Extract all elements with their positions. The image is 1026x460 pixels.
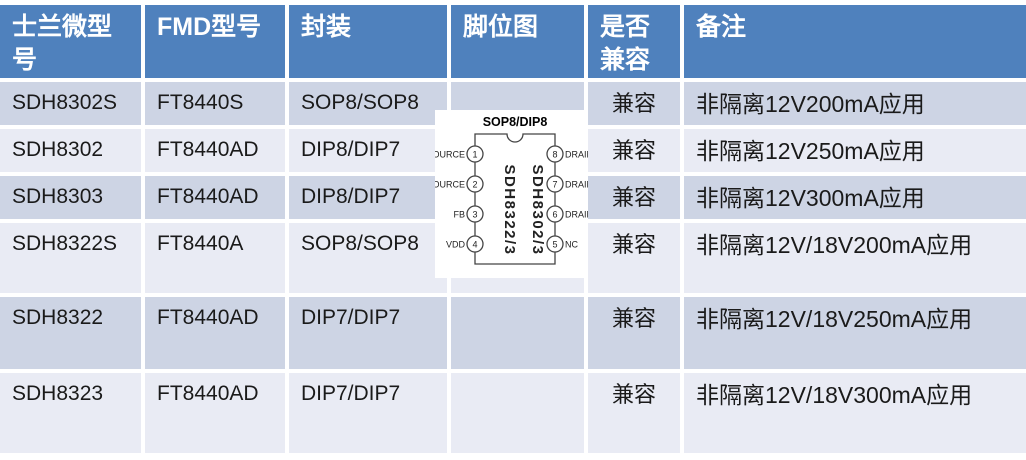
cell-fmd-model: FT8440S bbox=[145, 82, 285, 125]
cell-remark: 非隔离12V/18V300mA应用 bbox=[684, 373, 1026, 453]
pin-circle bbox=[546, 205, 564, 223]
pin-8: 8 DRAIN bbox=[546, 145, 588, 163]
cell-remark: 非隔离12V300mA应用 bbox=[684, 176, 1026, 219]
pin-circle bbox=[466, 175, 484, 193]
pin-circle bbox=[466, 235, 484, 253]
cell-pin-diagram bbox=[451, 297, 584, 369]
cell-package: DIP7/DIP7 bbox=[289, 373, 447, 453]
cell-compatible: 兼容 bbox=[588, 176, 680, 219]
pin-number: 6 bbox=[552, 210, 557, 220]
cell-compatible: 兼容 bbox=[588, 223, 680, 293]
pin-label: FB bbox=[453, 210, 465, 220]
cell-compatible: 兼容 bbox=[588, 82, 680, 125]
col-header-pin-diagram: 脚位图 bbox=[451, 5, 584, 78]
cell-silan-model: SDH8302 bbox=[0, 129, 141, 172]
cell-fmd-model: FT8440AD bbox=[145, 129, 285, 172]
cell-package: DIP8/DIP7 bbox=[289, 129, 447, 172]
pin-4: 4 VDD bbox=[446, 235, 484, 253]
pin-label: DRAIN bbox=[565, 210, 588, 220]
cell-compatible: 兼容 bbox=[588, 129, 680, 172]
pin-label: DRAIN bbox=[565, 180, 588, 190]
chip-name-right: SDH8302/3 bbox=[529, 164, 546, 255]
pin-number: 1 bbox=[472, 150, 477, 160]
col-header-package: 封装 bbox=[289, 5, 447, 78]
pin-6: 6 DRAIN bbox=[546, 205, 588, 223]
pin-label: DRAIN bbox=[565, 150, 588, 160]
col-header-compatible: 是否兼容 bbox=[588, 5, 680, 78]
cell-package: DIP8/DIP7 bbox=[289, 176, 447, 219]
pin-5: 5 NC bbox=[546, 235, 578, 253]
cell-remark: 非隔离12V250mA应用 bbox=[684, 129, 1026, 172]
pin-circle bbox=[546, 145, 564, 163]
cell-fmd-model: FT8440AD bbox=[145, 373, 285, 453]
pin-number: 3 bbox=[472, 210, 477, 220]
pin-label: NC bbox=[565, 240, 578, 250]
cell-compatible: 兼容 bbox=[588, 373, 680, 453]
pin-7: 7 DRAIN bbox=[546, 175, 588, 193]
pin-3: 3 FB bbox=[453, 205, 484, 223]
pin-1: 1 SOURCE bbox=[435, 145, 484, 163]
col-header-silan-model: 士兰微型号 bbox=[0, 5, 141, 78]
cell-package: SOP8/SOP8 bbox=[289, 82, 447, 125]
pin-circle bbox=[546, 175, 564, 193]
pinout-title: SOP8/DIP8 bbox=[483, 115, 548, 129]
pin-number: 4 bbox=[472, 240, 477, 250]
cell-package: SOP8/SOP8 bbox=[289, 223, 447, 293]
cell-compatible: 兼容 bbox=[588, 297, 680, 369]
cell-fmd-model: FT8440A bbox=[145, 223, 285, 293]
cell-remark: 非隔离12V/18V200mA应用 bbox=[684, 223, 1026, 293]
cell-pin-diagram bbox=[451, 373, 584, 453]
cell-silan-model: SDH8322S bbox=[0, 223, 141, 293]
col-header-fmd-model: FMD型号 bbox=[145, 5, 285, 78]
chip-name-left: SDH8322/3 bbox=[501, 164, 518, 255]
chip-pinout-diagram: SOP8/DIP8 1 SOURCE 2 SOURCE 3 FB 4 bbox=[435, 110, 588, 278]
cell-silan-model: SDH8302S bbox=[0, 82, 141, 125]
cell-silan-model: SDH8322 bbox=[0, 297, 141, 369]
pin-number: 2 bbox=[472, 180, 477, 190]
cell-fmd-model: FT8440AD bbox=[145, 297, 285, 369]
pin-circle bbox=[466, 145, 484, 163]
pin-number: 8 bbox=[552, 150, 557, 160]
cell-remark: 非隔离12V/18V250mA应用 bbox=[684, 297, 1026, 369]
pin-label: VDD bbox=[446, 240, 466, 250]
chip-outline bbox=[474, 133, 556, 265]
cell-silan-model: SDH8323 bbox=[0, 373, 141, 453]
pin-2: 2 SOURCE bbox=[435, 175, 484, 193]
cell-remark: 非隔离12V200mA应用 bbox=[684, 82, 1026, 125]
pin-circle bbox=[466, 205, 484, 223]
pin-number: 7 bbox=[552, 180, 557, 190]
pin-circle bbox=[546, 235, 564, 253]
cell-fmd-model: FT8440AD bbox=[145, 176, 285, 219]
pin-number: 5 bbox=[552, 240, 557, 250]
pin-label: SOURCE bbox=[435, 180, 465, 190]
cell-silan-model: SDH8303 bbox=[0, 176, 141, 219]
pin-label: SOURCE bbox=[435, 150, 465, 160]
col-header-remark: 备注 bbox=[684, 5, 1026, 78]
cell-package: DIP7/DIP7 bbox=[289, 297, 447, 369]
